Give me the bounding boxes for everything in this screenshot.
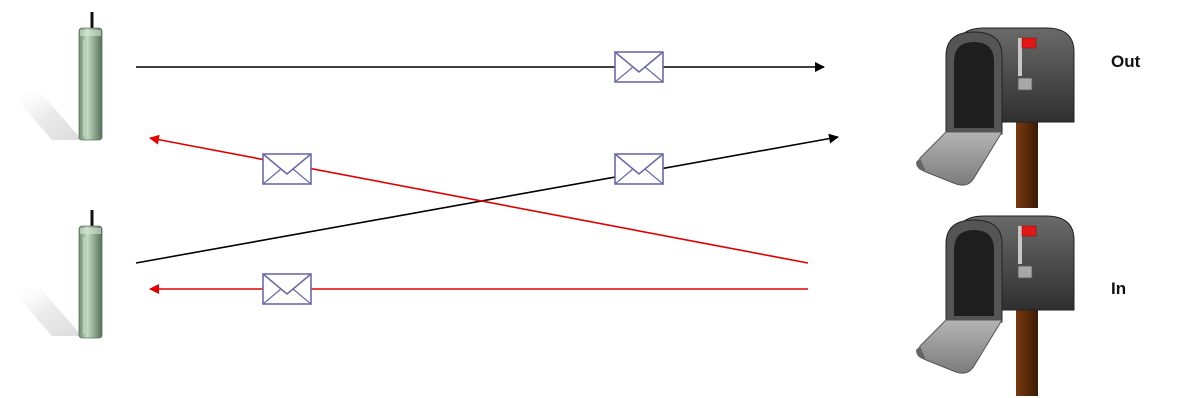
envelope-icon xyxy=(262,273,312,305)
sensor-device-bottom xyxy=(10,210,103,339)
mailbox-out-label: Out xyxy=(1111,52,1141,71)
envelope-icon xyxy=(262,153,312,185)
envelope-icon xyxy=(614,153,664,185)
envelope-icon xyxy=(614,51,664,83)
mailbox-in-label: In xyxy=(1111,279,1126,298)
mailbox-in-icon xyxy=(916,215,1075,396)
mailbox-out-icon xyxy=(916,27,1075,208)
arrow-in-to-device1 xyxy=(149,134,809,264)
arrow-device2-to-out xyxy=(135,133,839,264)
sensor-device-top xyxy=(10,12,103,141)
